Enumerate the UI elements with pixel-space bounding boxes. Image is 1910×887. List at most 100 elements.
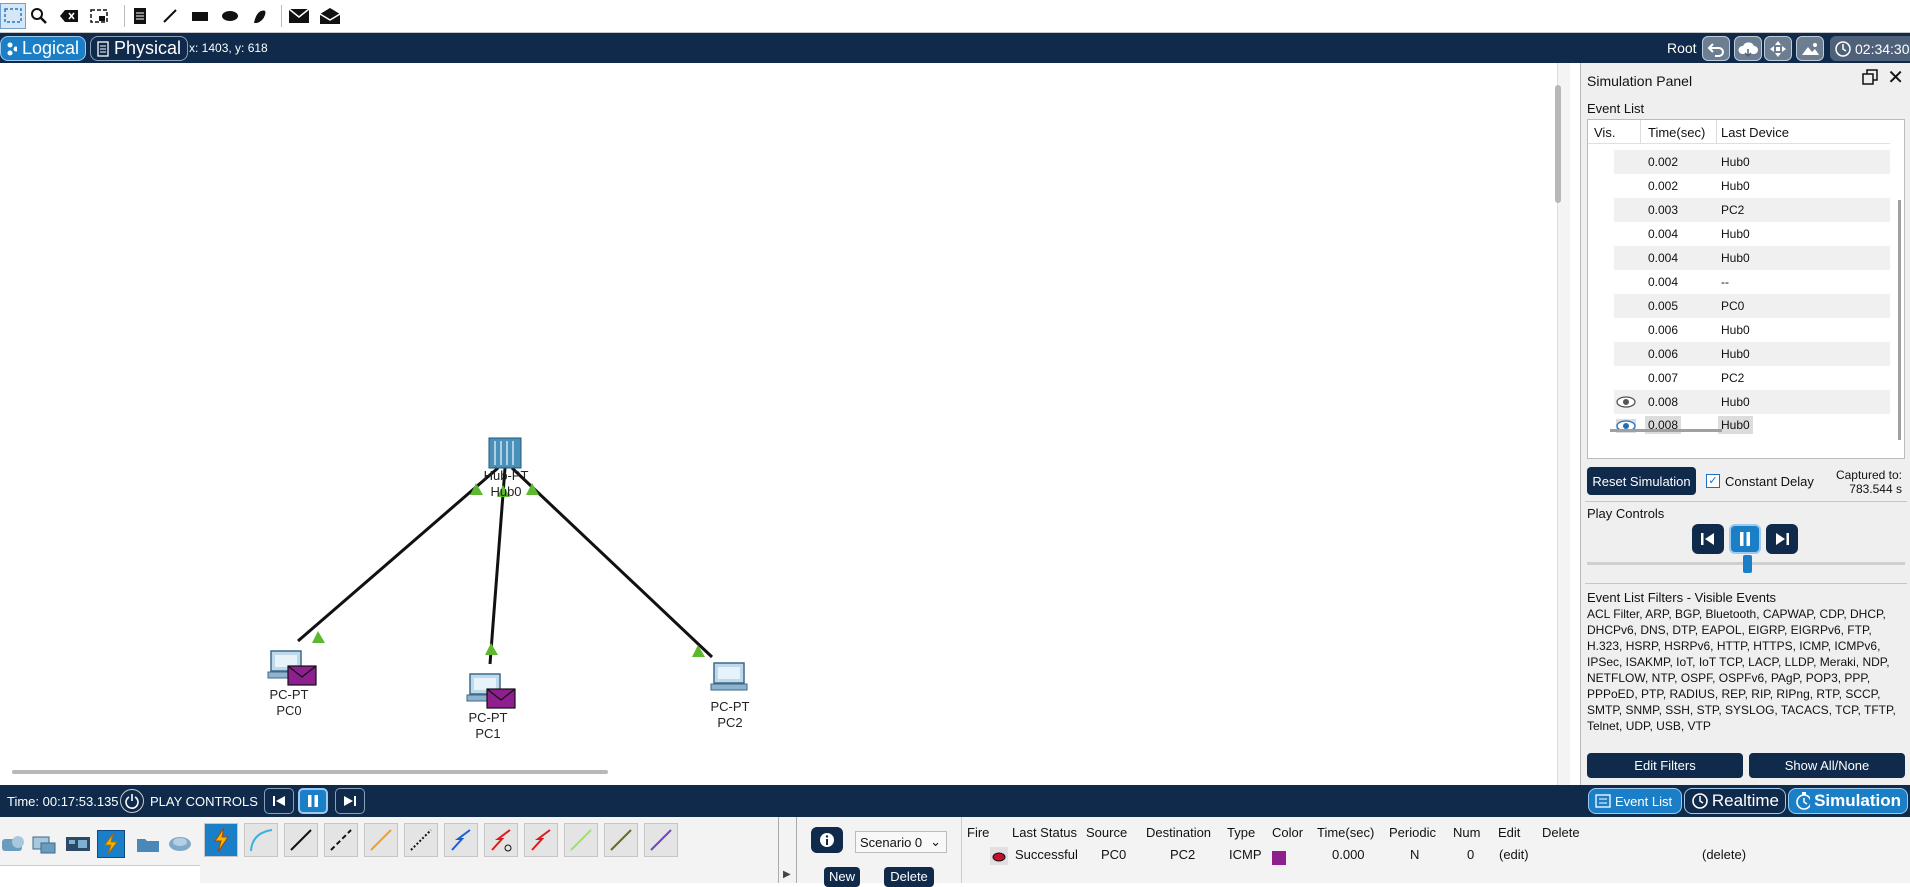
simulation-mode-button[interactable]: Simulation: [1788, 788, 1908, 814]
freeform-draw-icon[interactable]: [247, 3, 273, 29]
col-fire[interactable]: Fire: [967, 825, 990, 840]
speed-slider-handle[interactable]: [1743, 555, 1752, 573]
col-edit[interactable]: Edit: [1498, 825, 1521, 840]
select-tool-icon[interactable]: [0, 3, 26, 29]
col-periodic[interactable]: Periodic: [1389, 825, 1436, 840]
event-list-row[interactable]: 0.004--: [1614, 270, 1890, 294]
link-hub0-pc1[interactable]: [488, 467, 507, 665]
edit-filters-button[interactable]: Edit Filters: [1587, 753, 1743, 778]
canvas-horizontal-scrollbar[interactable]: [12, 770, 608, 774]
copper-cross-over-icon[interactable]: [324, 823, 358, 857]
link-hub0-pc0[interactable]: [297, 466, 499, 643]
step-back-button[interactable]: [1692, 524, 1724, 554]
statusbar-pause-button[interactable]: [298, 788, 328, 814]
event-list-horizontal-scrollbar[interactable]: [1610, 429, 1722, 432]
new-scenario-button[interactable]: New: [824, 867, 860, 887]
event-list-vertical-scrollbar[interactable]: [1898, 200, 1901, 440]
constant-delay-checkbox[interactable]: ✓: [1706, 474, 1720, 488]
ellipse-draw-icon[interactable]: [217, 3, 243, 29]
multiuser-category-icon[interactable]: [166, 830, 194, 858]
console-cable-icon[interactable]: [244, 823, 278, 857]
coaxial-cable-icon[interactable]: [444, 823, 478, 857]
move-viewport-icon[interactable]: [1764, 36, 1792, 61]
resize-tool-icon[interactable]: [86, 3, 112, 29]
close-panel-icon[interactable]: ✕: [1887, 67, 1904, 89]
col-last-status[interactable]: Last Status: [1012, 825, 1078, 840]
hub0-device-icon[interactable]: [488, 437, 522, 469]
reset-time-button[interactable]: [120, 789, 144, 813]
fiber-cable-icon[interactable]: [364, 823, 398, 857]
cloud-cluster-icon[interactable]: [1734, 36, 1762, 61]
pc0-device-icon[interactable]: [267, 650, 305, 679]
usb-cable-icon[interactable]: [644, 823, 678, 857]
tab-physical[interactable]: Physical: [90, 36, 188, 61]
tab-logical[interactable]: Logical: [0, 36, 86, 61]
end-devices-category-icon[interactable]: [30, 830, 58, 858]
event-list-toggle-button[interactable]: Event List: [1588, 788, 1682, 814]
step-forward-button[interactable]: [1766, 524, 1798, 554]
serial-dce-cable-icon[interactable]: [484, 823, 518, 857]
col-color[interactable]: Color: [1272, 825, 1304, 840]
add-complex-pdu-icon[interactable]: [317, 3, 343, 29]
statusbar-step-forward-button[interactable]: [335, 788, 365, 814]
phone-cable-icon[interactable]: [404, 823, 438, 857]
expand-arrow-icon[interactable]: ▶: [783, 869, 791, 880]
col-last-device[interactable]: Last Device: [1721, 125, 1789, 140]
scenario-info-button[interactable]: [811, 827, 843, 853]
pdu-envelope-icon[interactable]: [287, 665, 317, 686]
note-tool-icon[interactable]: [127, 3, 153, 29]
canvas-vertical-scrollbar[interactable]: [1555, 85, 1561, 203]
connections-category-icon[interactable]: [97, 830, 125, 858]
col-time[interactable]: Time(sec): [1317, 825, 1375, 840]
pdu-list-row[interactable]: Successful PC0 PC2 ICMP 0.000 N 0 (edit)…: [0, 847, 1910, 867]
col-time[interactable]: Time(sec): [1648, 125, 1706, 140]
show-all-none-button[interactable]: Show All/None: [1749, 753, 1905, 778]
pc2-device-icon[interactable]: [710, 662, 748, 691]
delete-tool-icon[interactable]: [56, 3, 82, 29]
link-hub0-pc2[interactable]: [510, 466, 714, 659]
octal-cable-icon[interactable]: [564, 823, 598, 857]
inspect-tool-icon[interactable]: [26, 3, 52, 29]
statusbar-step-back-button[interactable]: [264, 788, 294, 814]
pause-button[interactable]: [1729, 524, 1761, 554]
back-arrow-icon[interactable]: [1702, 36, 1730, 61]
pdu-envelope-icon[interactable]: [486, 688, 516, 709]
col-type[interactable]: Type: [1227, 825, 1256, 840]
pdu-edit-link[interactable]: (edit): [1499, 847, 1529, 862]
rectangle-draw-icon[interactable]: [187, 3, 213, 29]
fire-pdu-icon[interactable]: [990, 847, 1008, 868]
restore-panel-icon[interactable]: [1862, 69, 1878, 88]
root-breadcrumb[interactable]: Root: [1667, 40, 1697, 56]
network-devices-category-icon[interactable]: [0, 830, 28, 858]
copper-straight-through-icon[interactable]: [284, 823, 318, 857]
automatic-connection-icon[interactable]: [204, 823, 238, 857]
iot-custom-cable-icon[interactable]: [604, 823, 638, 857]
col-destination[interactable]: Destination: [1146, 825, 1212, 840]
line-draw-icon[interactable]: [157, 3, 183, 29]
scenario-select[interactable]: Scenario 0 ⌄: [855, 831, 947, 853]
col-source[interactable]: Source: [1086, 825, 1128, 840]
components-category-icon[interactable]: [64, 830, 92, 858]
visible-eye-icon[interactable]: [1616, 395, 1636, 409]
pdu-delete-link[interactable]: (delete): [1702, 847, 1747, 862]
delete-scenario-button[interactable]: Delete: [884, 867, 934, 887]
miscellaneous-category-icon[interactable]: [134, 830, 162, 858]
col-delete[interactable]: Delete: [1542, 825, 1580, 840]
add-simple-pdu-icon[interactable]: [286, 3, 312, 29]
serial-dte-cable-icon[interactable]: [524, 823, 558, 857]
background-image-icon[interactable]: [1796, 36, 1824, 61]
col-vis[interactable]: Vis.: [1594, 125, 1616, 140]
col-num[interactable]: Num: [1453, 825, 1481, 840]
logical-workspace-canvas[interactable]: Hub-PT Hub0 PC-PT PC0 PC-PT PC1 PC-PT PC…: [0, 63, 1570, 785]
